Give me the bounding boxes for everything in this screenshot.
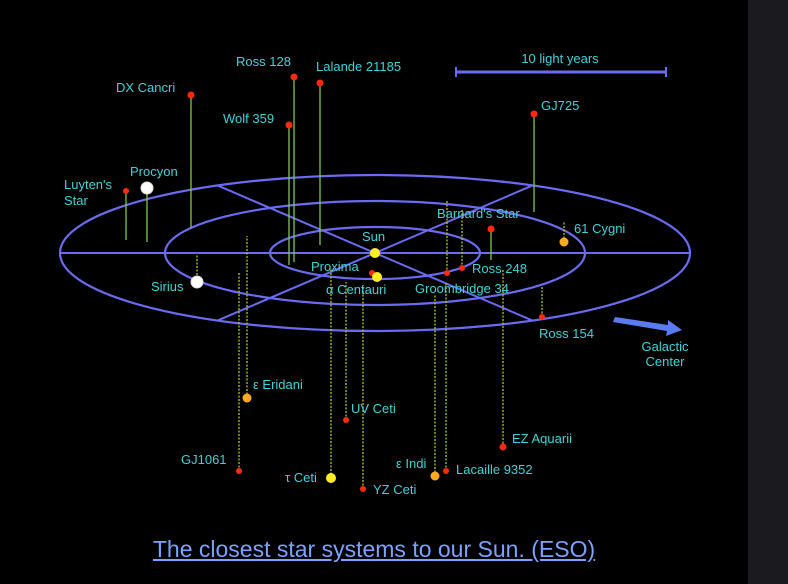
tau-ceti-marker bbox=[326, 473, 336, 483]
alpha-centauri-label: α Centauri bbox=[326, 282, 386, 297]
sun-marker bbox=[370, 248, 380, 258]
galactic-center-label-line-2: Center bbox=[645, 354, 685, 369]
ross-154-label: Ross 154 bbox=[539, 326, 594, 341]
61-cygni-label: 61 Cygni bbox=[574, 221, 625, 236]
groombridge-34-label: Groombridge 34 bbox=[415, 281, 509, 296]
star-labels: Ross 128 Lalande 21185 DX CancriGJ725Wolf … bbox=[64, 54, 625, 497]
ross-248-marker bbox=[459, 265, 465, 271]
lacaille-9352-marker bbox=[443, 468, 449, 474]
ez-aquarii-label: EZ Aquarii bbox=[512, 431, 572, 446]
epsilon-eridani-label: ε Eridani bbox=[253, 377, 303, 392]
galactic-plane-grid bbox=[58, 173, 692, 333]
spoke-4 bbox=[217, 184, 376, 254]
alpha-centauri-marker bbox=[372, 272, 382, 282]
tau-ceti-label: τ Ceti bbox=[285, 470, 317, 485]
star-map-diagram: Ross 128 Lalande 21185 DX CancriGJ725Wolf … bbox=[58, 51, 692, 497]
procyon-marker bbox=[140, 181, 154, 195]
lalande-21185-label: Lalande 21185 bbox=[316, 59, 401, 74]
star-stems bbox=[125, 77, 565, 489]
spoke-2 bbox=[217, 252, 376, 322]
spoke-5 bbox=[374, 184, 533, 254]
yz-ceti-label: YZ Ceti bbox=[373, 482, 416, 497]
groombridge-34-marker bbox=[444, 270, 450, 276]
epsilon-indi-marker bbox=[430, 471, 440, 481]
spoke-1 bbox=[374, 252, 533, 322]
yz-ceti-marker bbox=[360, 486, 366, 492]
caption-link[interactable]: The closest star systems to our Sun. (ES… bbox=[152, 536, 596, 562]
61-cygni-marker bbox=[559, 237, 569, 247]
luytens-star-marker bbox=[123, 188, 129, 194]
uv-ceti-label: UV Ceti bbox=[351, 401, 396, 416]
sirius-label: Sirius bbox=[151, 279, 184, 294]
luytens-star-label: Luyten's bbox=[64, 177, 113, 192]
scale-bar-label: 10 light years bbox=[521, 51, 599, 66]
uv-ceti-marker bbox=[343, 417, 349, 423]
epsilon-eridani-marker bbox=[242, 393, 252, 403]
galactic-center-label-line-1: Galactic bbox=[642, 339, 689, 354]
gj725-marker bbox=[530, 110, 538, 118]
ross-128-marker bbox=[290, 73, 298, 81]
side-panel bbox=[748, 0, 788, 584]
dx-cancri-marker bbox=[187, 91, 195, 99]
barnards-star-label: Barnard's Star bbox=[437, 206, 520, 221]
proxima-label: Proxima bbox=[311, 259, 359, 274]
sirius-marker bbox=[190, 275, 204, 289]
lalande-21185-marker bbox=[316, 79, 324, 87]
ross-128-label: Ross 128 bbox=[236, 54, 291, 69]
sun-label: Sun bbox=[362, 229, 385, 244]
ez-aquarii-marker bbox=[499, 443, 507, 451]
ross-154-marker bbox=[539, 314, 545, 320]
luytens-star-label-line-2: Star bbox=[64, 193, 89, 208]
gj725-label: GJ725 bbox=[541, 98, 579, 113]
dx-cancri-label: DX Cancri bbox=[116, 80, 175, 95]
wolf-359-marker bbox=[285, 121, 293, 129]
barnards-star-marker bbox=[487, 225, 495, 233]
wolf-359-label: Wolf 359 bbox=[223, 111, 274, 126]
procyon-label: Procyon bbox=[130, 164, 178, 179]
star-markers bbox=[123, 73, 569, 492]
gj1061-label: GJ1061 bbox=[181, 452, 227, 467]
ross-248-label: Ross 248 bbox=[472, 261, 527, 276]
galactic-center-arrow: Galactic Center bbox=[613, 317, 689, 369]
lacaille-9352-label: Lacaille 9352 bbox=[456, 462, 533, 477]
gj1061-marker bbox=[236, 468, 242, 474]
epsilon-indi-label: ε Indi bbox=[396, 456, 426, 471]
scale-bar: 10 light years bbox=[455, 51, 667, 77]
